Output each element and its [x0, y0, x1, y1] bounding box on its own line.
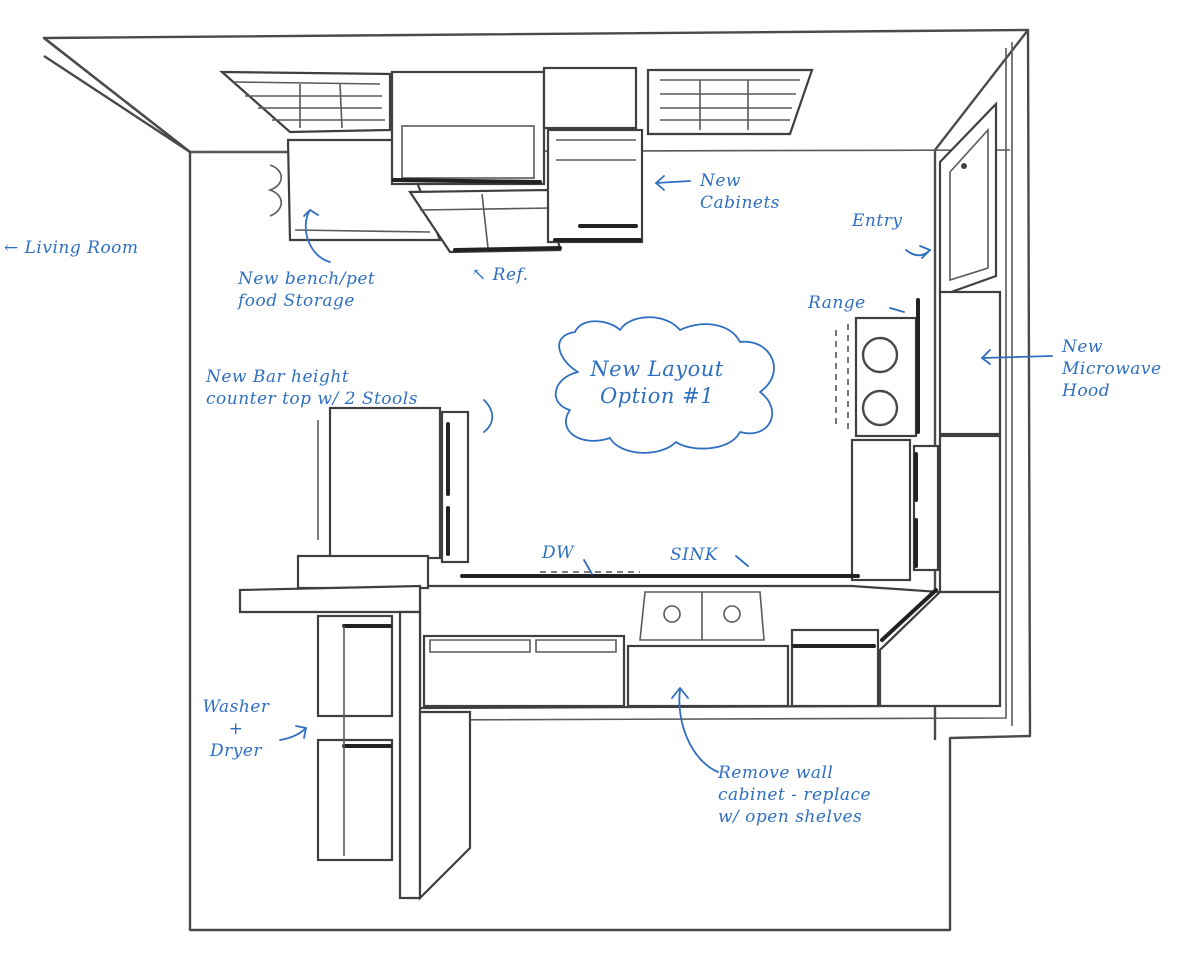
remove-wall-line-3: w/ open shelves — [718, 807, 863, 827]
bench-line-2: food Storage — [238, 291, 355, 311]
new-cabinets-line-1: New — [700, 171, 741, 191]
remove-wall-line-2: cabinet - replace — [718, 785, 872, 805]
layout-title-line-2: Option #1 — [599, 384, 715, 408]
dw-label: DW — [542, 543, 575, 563]
microwave-line-2: Microwave — [1062, 359, 1162, 379]
layout-cloud — [554, 316, 775, 454]
top-wall-cabinet — [390, 70, 546, 186]
sink — [639, 591, 765, 641]
bench-label: New bench/pet food Storage — [238, 268, 375, 312]
top-window-left — [219, 70, 392, 134]
remove-wall-label: Remove wall cabinet - replace w/ open sh… — [718, 762, 871, 828]
washer-dryer-line-3: Dryer — [209, 741, 263, 761]
bench-line-1: New bench/pet — [238, 269, 376, 289]
bar-counter-label: New Bar height counter top w/ 2 Stools — [206, 366, 418, 410]
new-cabinets-line-2: Cabinets — [700, 193, 781, 213]
bar-counter-line-1: New Bar height — [206, 367, 350, 387]
right-wall-cabinets — [850, 434, 1002, 594]
washer-dryer-line-1: Washer — [202, 697, 270, 717]
washer-dryer-line-2: + — [228, 719, 244, 739]
new-cabinets-tall — [542, 66, 644, 244]
annotation-arrows — [279, 175, 1053, 773]
half-wall — [238, 584, 472, 901]
range-label: Range — [808, 293, 866, 313]
washer-dryer — [316, 614, 394, 862]
layout-title-line-1: New Layout — [590, 357, 724, 381]
bar-counter — [296, 406, 470, 590]
top-window-right — [646, 68, 814, 136]
ref-label: ↖ Ref. — [472, 265, 529, 285]
lower-cabinets — [422, 588, 1002, 708]
entry-label: Entry — [852, 211, 903, 231]
living-room-label: ← Living Room — [4, 238, 139, 258]
range — [835, 316, 918, 438]
washer-dryer-label: Washer + Dryer — [196, 696, 276, 762]
microwave-line-1: New — [1062, 337, 1103, 357]
entry-door — [938, 101, 998, 298]
microwave-line-3: Hood — [1062, 381, 1111, 401]
refrigerator — [407, 188, 562, 254]
new-cabinets-label: New Cabinets — [700, 170, 780, 214]
layout-title: New Layout Option #1 — [582, 356, 732, 410]
bar-counter-line-2: counter top w/ 2 Stools — [206, 389, 418, 409]
microwave-hood-label: New Microwave Hood — [1062, 336, 1162, 402]
sink-label: SINK — [670, 545, 718, 565]
remove-wall-line-1: Remove wall — [718, 763, 834, 783]
